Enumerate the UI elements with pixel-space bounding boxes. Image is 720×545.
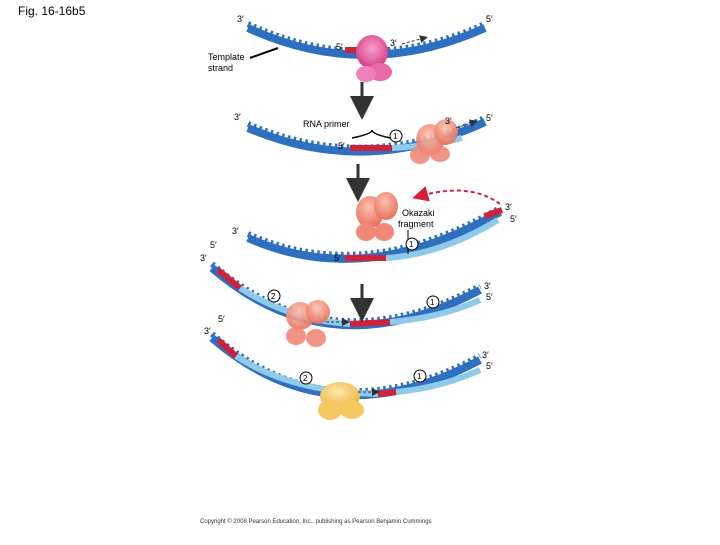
- step-2-marker: 2: [299, 371, 313, 385]
- step-1-marker: 1: [413, 369, 427, 383]
- label-3prime-left: 3′: [232, 226, 239, 236]
- label-3prime-primer: 3′: [390, 38, 397, 48]
- label-3prime-right: 3′: [505, 202, 512, 212]
- primer-direction-arrow: [401, 35, 428, 45]
- step-1-marker: 1: [405, 237, 419, 251]
- label-3prime-left: 3′: [204, 326, 211, 336]
- rna-primer-label: RNA primer: [303, 119, 350, 129]
- label-5prime-primer: 5′: [336, 42, 343, 52]
- okazaki-label-2: fragment: [398, 219, 434, 229]
- label-5prime-left: 5′: [218, 314, 225, 324]
- rna-primer-brace: [351, 129, 391, 139]
- recycle-dashed-arrow: [412, 186, 501, 205]
- panel-4: 2 1 5′ 3′ 3′ 5′: [200, 240, 493, 347]
- dna-polymerase-i: [318, 382, 364, 420]
- rna-primer-a: [216, 267, 242, 291]
- label-5prime-left: 5′: [210, 240, 217, 250]
- okazaki-label: Okazaki: [402, 208, 435, 218]
- panel-2: 3′ 5′ 3′ 5′ RNA primer 1: [234, 112, 493, 164]
- primase-enzyme: [356, 35, 392, 82]
- label-3prime-right: 3′: [484, 281, 491, 291]
- label-5prime-right: 5′: [486, 113, 493, 123]
- rna-primer-upper: [484, 207, 503, 219]
- label-5prime-right: 5′: [510, 214, 517, 224]
- panel-5: 2 1 5′ 3′ 3′ 5′: [204, 314, 493, 420]
- svg-text:1: 1: [417, 372, 422, 381]
- new-dna-strand-okazaki-1: [395, 367, 482, 395]
- panel-1: 3′ 5′ 5′ 3′ Template strand: [208, 14, 493, 82]
- template-teeth: [246, 205, 502, 258]
- released-polymerase-iii: [356, 192, 398, 241]
- figure-label: Fig. 16-16b5: [18, 4, 86, 18]
- rna-primer-b: [377, 389, 397, 397]
- dna-polymerase-iii: [410, 119, 458, 164]
- template-strand-pointer: [249, 47, 279, 59]
- label-3prime-top-left: 3′: [237, 14, 244, 24]
- label-5prime-primer: 5′: [338, 141, 345, 151]
- label-3prime-left: 3′: [234, 112, 241, 122]
- copyright-notice: Copyright © 2008 Pearson Education, Inc.…: [200, 519, 432, 525]
- rna-primer-b: [349, 319, 391, 327]
- label-3prime-left: 3′: [200, 253, 207, 263]
- svg-text:2: 2: [303, 374, 308, 383]
- panel-3: Okazaki fragment 1 3′ 5′ 3′ 5′: [232, 186, 517, 263]
- step-2-marker: 2: [267, 289, 281, 303]
- label-5prime-right: 5′: [486, 292, 493, 302]
- svg-text:1: 1: [409, 240, 414, 249]
- dna-polymerase-iii: [286, 300, 330, 347]
- label-5prime-right: 5′: [486, 361, 493, 371]
- svg-text:1: 1: [393, 132, 398, 141]
- template-strand-label-2: strand: [208, 63, 233, 73]
- rna-primer-a: [216, 337, 238, 359]
- new-dna-strand-okazaki-1: [389, 297, 482, 325]
- label-5prime-primer: 5′: [334, 253, 341, 263]
- polymerase-direction-arrow: [455, 119, 478, 129]
- template-strand-label: Template: [208, 52, 245, 62]
- svg-text:2: 2: [271, 292, 276, 301]
- step-1-marker: 1: [389, 129, 403, 143]
- step-1-marker: 1: [426, 295, 440, 309]
- label-3prime-right: 3′: [482, 350, 489, 360]
- label-5prime-top-right: 5′: [486, 14, 493, 24]
- label-3prime-new: 3′: [445, 116, 452, 126]
- svg-text:1: 1: [430, 298, 435, 307]
- new-dna-strand: [385, 217, 500, 261]
